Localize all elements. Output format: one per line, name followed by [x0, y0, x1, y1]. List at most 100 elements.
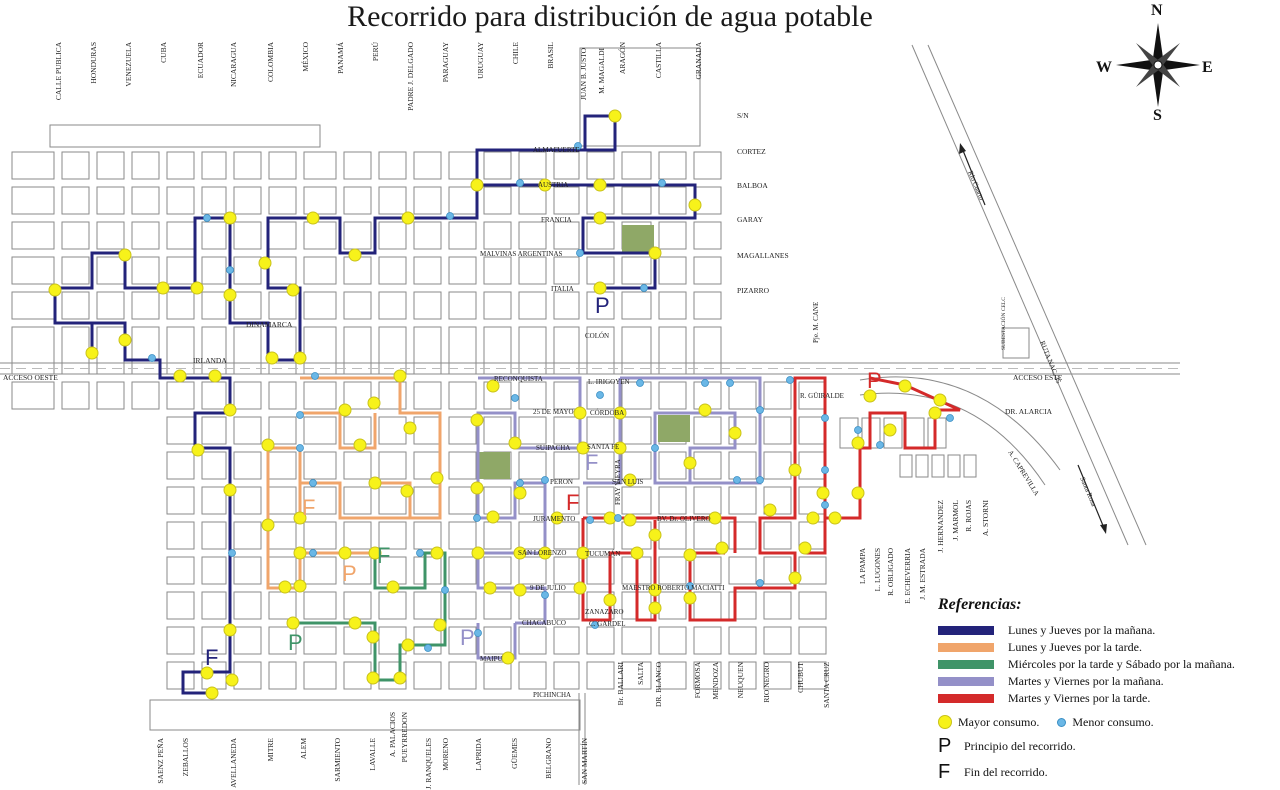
- compass-center-icon: [1153, 60, 1163, 70]
- major-consumption-dot: [293, 351, 307, 365]
- route-line: [583, 114, 617, 152]
- city-block: [693, 256, 722, 285]
- city-block: [201, 186, 227, 215]
- street-label: ITALIA: [551, 285, 574, 293]
- city-block: [728, 521, 757, 550]
- city-block: [553, 256, 580, 285]
- street-label: TUCUMÁN: [585, 550, 620, 558]
- street-label: SARMIENTO: [333, 737, 342, 781]
- major-consumption-dot: [806, 511, 820, 525]
- city-block: [233, 661, 262, 690]
- city-block: [96, 381, 125, 410]
- minor-consumption-dot: [733, 476, 741, 484]
- street-label: J. HERNANDEZ: [936, 500, 945, 553]
- city-block: [518, 186, 547, 215]
- city-block: [166, 626, 195, 655]
- route-line: [476, 376, 582, 625]
- direction-arrow: [961, 147, 986, 206]
- city-block: [268, 486, 297, 515]
- street-label: ALEM: [299, 738, 308, 760]
- minor-consumption-dot: [576, 249, 584, 257]
- route-line: [581, 518, 657, 622]
- legend-start-row: P Principio del recorrido.: [938, 735, 1278, 757]
- city-block: [131, 151, 160, 180]
- city-block: [268, 151, 297, 180]
- major-consumption-dot: [798, 541, 812, 555]
- street-label: J. M. ESTRADA: [918, 547, 927, 599]
- street-label: CHILE: [511, 42, 520, 64]
- street-label: NICARAGUA: [229, 41, 238, 87]
- city-block: [378, 486, 407, 515]
- city-block: [728, 661, 757, 690]
- city-block: [553, 416, 580, 445]
- major-consumption-dot: [223, 483, 237, 497]
- street-label: COLOMBIA: [266, 41, 275, 82]
- city-block: [518, 256, 547, 285]
- minor-consumption-dot: [756, 476, 764, 484]
- city-block: [483, 326, 512, 375]
- city-block: [268, 591, 297, 620]
- city-block: [233, 256, 262, 285]
- street-label: MALVINAS ARGENTINAS: [480, 250, 562, 258]
- major-consumption-dot: [403, 421, 417, 435]
- city-block: [166, 451, 195, 480]
- city-block: [378, 591, 407, 620]
- major-consumption-dot: [648, 583, 662, 597]
- major-consumption-dot: [613, 441, 627, 455]
- street-label: C. GARDEL: [589, 620, 626, 628]
- city-block: [658, 256, 687, 285]
- city-block: [413, 556, 442, 585]
- street-label: R. OBLIGADO: [886, 547, 895, 595]
- major-consumption-dot: [286, 283, 300, 297]
- minor-consumption-dot: [516, 179, 524, 187]
- city-block: [448, 486, 477, 515]
- minor-consumption-dot: [296, 411, 304, 419]
- route-end-marker: F: [566, 490, 579, 515]
- major-consumption-dot: [788, 463, 802, 477]
- city-block: [483, 186, 512, 215]
- street-label: Río Cuarto: [966, 170, 986, 202]
- major-consumption-dot: [593, 178, 607, 192]
- city-block: [518, 151, 547, 180]
- city-block: [413, 221, 442, 250]
- city-block: [131, 186, 160, 215]
- city-block: [268, 556, 297, 585]
- street-label: PANAMÁ: [335, 41, 345, 73]
- major-consumption-dot: [698, 403, 712, 417]
- city-block: [448, 381, 477, 410]
- city-block: [448, 416, 477, 445]
- major-consumption-dot: [293, 511, 307, 525]
- city-block: [553, 626, 580, 655]
- city-block: [763, 591, 792, 620]
- minor-consumption-dot: [821, 501, 829, 509]
- major-consumption-dot: [430, 546, 444, 560]
- city-block: [201, 291, 227, 320]
- city-block: [233, 381, 262, 410]
- city-block: [131, 381, 160, 410]
- major-consumption-dot: [386, 580, 400, 594]
- curved-road: [859, 376, 1061, 471]
- street-label: SALTA: [636, 661, 645, 684]
- minor-consumption-dot: [658, 179, 666, 187]
- street-label: RIO NEGRO: [762, 661, 771, 702]
- city-block: [343, 556, 372, 585]
- city-block: [268, 626, 297, 655]
- city-block: [448, 521, 477, 550]
- substation-block: [1002, 327, 1030, 359]
- legend-route-row: Martes y Viernes por la tarde.: [938, 690, 1278, 707]
- major-consumption-dot: [483, 581, 497, 595]
- minor-consumption-dot: [474, 629, 482, 637]
- street-label: FORMOSA: [693, 661, 702, 698]
- major-consumption-dot: [306, 211, 320, 225]
- street-label: CUBA: [159, 41, 168, 62]
- major-consumption-dot: [688, 198, 702, 212]
- major-consumption-dot: [630, 546, 644, 560]
- city-block: [11, 291, 55, 320]
- street-label: URUGUAY: [476, 41, 485, 78]
- street-label: GÜEMES: [510, 738, 519, 769]
- city-block: [413, 661, 442, 690]
- city-block: [201, 591, 227, 620]
- city-block: [483, 221, 512, 250]
- street-label: HONDURAS: [89, 42, 98, 84]
- city-block: [378, 256, 407, 285]
